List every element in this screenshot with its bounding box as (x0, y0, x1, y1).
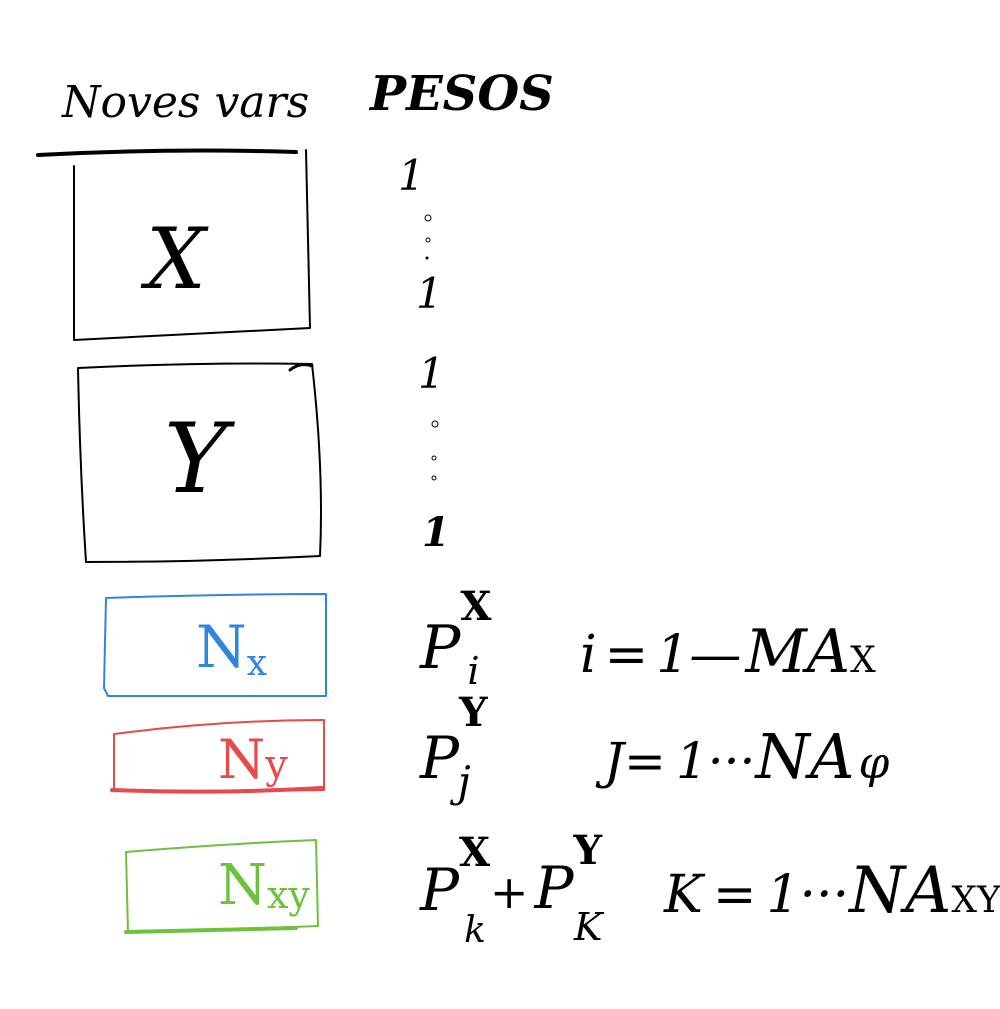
block-ny-label-sub: y (264, 742, 288, 788)
block-ny-bottom-line (110, 786, 324, 794)
formula-pxy-sub1: k (464, 910, 486, 951)
block-nxy-label-sub: xy (267, 873, 310, 917)
range-i: i=1—MAX (580, 617, 876, 687)
range-k-sep: ··· (800, 865, 850, 925)
weight-x-dot-2 (425, 237, 431, 243)
range-k-end-sub: XY (951, 880, 1000, 921)
range-k: K=1···NAXY (663, 854, 1000, 928)
block-nx-label-main: N (196, 613, 247, 681)
formula-py-base: P (419, 724, 460, 792)
range-j-end-main: NA (753, 720, 854, 793)
block-nxy: Nxy (124, 839, 319, 934)
header-pesos: PESOS (368, 66, 554, 122)
block-x-top-line (36, 148, 298, 157)
block-ny-label: Ny (218, 728, 288, 791)
block-nxy-bottom-line (124, 926, 298, 934)
range-i-sep: — (689, 625, 741, 685)
block-x: X (36, 148, 311, 341)
formula-pxy-sub2: K (573, 905, 605, 949)
weights-y: 1 1 (418, 349, 450, 556)
range-j-start: 1 (676, 732, 708, 790)
formula-pxy-base2: P (533, 854, 574, 922)
range-i-start: 1 (656, 625, 689, 685)
formula-px-sup: X (460, 583, 491, 630)
range-k-eq: = (713, 865, 757, 925)
block-ny: Ny (110, 719, 325, 794)
weight-x-bottom: 1 (416, 269, 443, 318)
weight-x-top: 1 (398, 151, 425, 200)
range-j-end-sub: φ (858, 738, 889, 789)
weight-y-dot-1 (431, 420, 439, 428)
range-i-eq: = (605, 625, 649, 685)
formula-pxy-base1: P (419, 856, 460, 924)
range-i-end-sub: X (850, 640, 876, 681)
formula-pxy-plus: + (490, 865, 529, 919)
range-i-end-main: MA (744, 617, 850, 687)
range-j-var: J (595, 732, 627, 790)
range-k-var: K (663, 865, 706, 925)
range-k-end-main: NA (847, 854, 951, 928)
block-ny-label-main: N (218, 728, 265, 791)
weight-y-top: 1 (418, 349, 445, 398)
formula-py-sup: Y (458, 689, 488, 736)
block-y-frame (77, 362, 322, 563)
formula-px-sub: i (467, 649, 479, 693)
header-noves-vars: Noves vars (61, 77, 309, 128)
formula-pxy-sup2: Y (572, 827, 602, 874)
block-nxy-label-main: N (218, 853, 267, 918)
weight-x-dot-1 (424, 214, 432, 222)
formula-pxy-sup1: X (459, 829, 490, 876)
block-nx-label-sub: x (247, 643, 267, 684)
block-y: Y (77, 362, 322, 563)
range-j-eq: = (624, 732, 666, 790)
block-nx-frame (103, 593, 327, 697)
block-x-frame (73, 149, 311, 341)
block-x-label: X (140, 210, 209, 308)
block-y-label: Y (164, 403, 236, 515)
range-j: J=1···NAφ (595, 720, 889, 793)
weight-y-dot-2 (431, 455, 437, 461)
weight-y-bottom: 1 (422, 509, 450, 556)
range-j-sep: ··· (708, 732, 756, 790)
weights-x: 1 1 (398, 151, 443, 318)
weight-x-dot-3 (425, 256, 429, 260)
range-i-var: i (580, 625, 597, 685)
range-k-start: 1 (766, 865, 799, 925)
block-nx-label: Nx (196, 613, 267, 684)
formula-px-base: P (419, 613, 462, 683)
block-y-corner (288, 363, 314, 372)
block-nxy-label: Nxy (218, 853, 310, 918)
block-nx: Nx (103, 593, 327, 697)
weight-y-dot-3 (431, 475, 437, 481)
